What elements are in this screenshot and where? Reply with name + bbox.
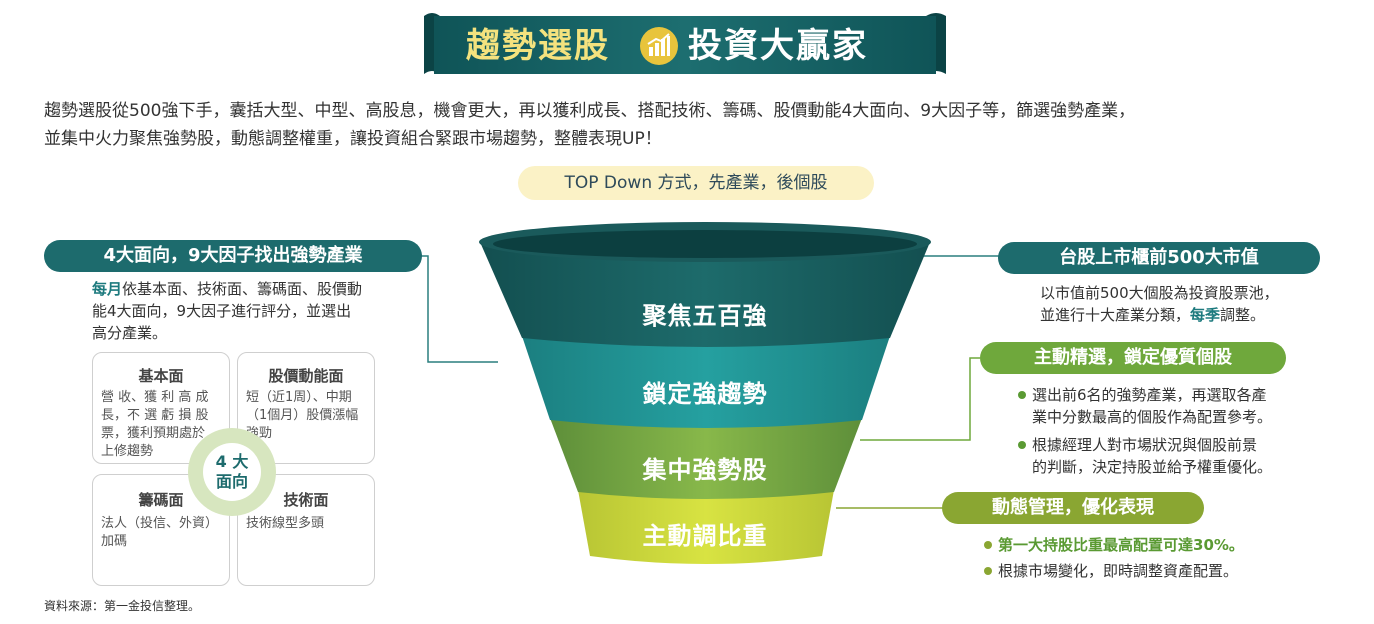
- bullet-line: 選出前6名的強勢產業，再選取各產: [1032, 386, 1267, 404]
- center-label: 4 大 面向: [203, 443, 261, 501]
- funnel-label-4: 主動調比重: [642, 522, 768, 550]
- left-desc-part1: 依基本面、技術面、籌碼面、股價動: [122, 280, 363, 298]
- left-desc-part2: 能4大面向，9大因子進行評分，並選出: [92, 302, 352, 320]
- banner-ribbon: [424, 13, 946, 74]
- funnel-label-2: 鎖定強趨勢: [642, 380, 768, 408]
- factor-desc-line: 營 收、獲 利 高 成: [101, 390, 209, 405]
- banner-title-left: 趨勢選股: [466, 26, 610, 66]
- chart-coin-icon: [640, 27, 678, 65]
- funnel-label-1: 聚焦五百強: [642, 302, 768, 330]
- factor-desc-line: 強勁: [246, 426, 273, 441]
- factor-desc: 短（近1周）、中期 （1個月）股價漲幅 強勁: [246, 389, 370, 443]
- factor-title: 技術面: [283, 491, 329, 509]
- factor-box-fundamental: 基本面 營 收、獲 利 高 成 長，不 選 虧 損 股 票，獲利預期處於 上修趨…: [92, 352, 230, 464]
- factor-desc: 營 收、獲 利 高 成 長，不 選 虧 損 股 票，獲利預期處於 上修趨勢: [101, 389, 225, 461]
- funnel-stage-1: [480, 242, 930, 347]
- right-pill-top500: 台股上市櫃前500大市值: [998, 242, 1320, 274]
- funnel-opening: [493, 230, 917, 258]
- right-desc-text: 調整。: [1220, 306, 1266, 324]
- funnel-label-3: 集中強勢股: [642, 456, 768, 484]
- right-desc-text: 並進行十大產業分類，: [1040, 306, 1191, 324]
- bullet-line: 業中分數最高的個股作為配置參考。: [1032, 408, 1273, 426]
- funnel-diagram: [479, 222, 931, 564]
- bullet-line: 的判斷，決定持股並給予權重優化。: [1032, 458, 1273, 476]
- bullet-dot: [1018, 441, 1026, 449]
- bullet-item: 根據經理人對市場狀況與個股前景 的判斷，決定持股並給予權重優化。: [1032, 434, 1332, 478]
- right-pill-active-select: 主動精選，鎖定優質個股: [980, 342, 1286, 374]
- factor-title: 籌碼面: [138, 491, 184, 509]
- factor-desc-line: 加碼: [101, 534, 128, 549]
- left-desc-part3: 高分產業。: [92, 324, 168, 342]
- factor-desc-line: 票，獲利預期處於: [101, 426, 206, 441]
- factor-desc-line: 短（近1周）、中期: [246, 390, 352, 405]
- intro-line-1: 趨勢選股從500強下手，囊括大型、中型、高股息，機會更大，再以獲利成長、搭配技術…: [44, 101, 1136, 121]
- factor-title: 基本面: [138, 367, 184, 385]
- right-desc-1-line-1: 以市值前500大個股為投資股票池，: [1040, 284, 1279, 302]
- banner-title-right: 投資大贏家: [688, 26, 868, 66]
- factor-title: 股價動能面: [268, 367, 344, 385]
- topdown-pill: TOP Down 方式，先產業，後個股: [518, 166, 874, 200]
- monthly-highlight: 每月: [92, 280, 123, 298]
- factor-desc-line: （1個月）股價漲幅: [246, 408, 359, 423]
- left-panel-pill: 4大面向，9大因子找出強勢產業: [44, 240, 422, 272]
- factor-desc-line: 技術線型多頭: [246, 516, 325, 531]
- source-note: 資料來源：第一金投信整理。: [44, 599, 201, 613]
- intro-line-2: 並集中火力聚焦強勢股，動態調整權重，讓投資組合緊跟市場趨勢，整體表現UP！: [44, 129, 662, 149]
- factor-desc: 技術線型多頭: [246, 515, 370, 533]
- factor-desc: 法人（投信、外資） 加碼: [101, 515, 225, 551]
- right-desc-1-line-2: 並進行十大產業分類，每季調整。: [1040, 304, 1340, 326]
- bullet-item: 選出前6名的強勢產業，再選取各產 業中分數最高的個股作為配置參考。: [1032, 384, 1332, 428]
- bullet-dot: [984, 567, 992, 575]
- quarterly-highlight: 每季: [1190, 306, 1221, 324]
- right-pill-dynamic: 動態管理，優化表現: [942, 492, 1204, 524]
- funnel-stage-4: [578, 490, 834, 564]
- bullet-item: 根據市場變化，即時調整資產配置。: [998, 562, 1239, 580]
- funnel-stage-2: [522, 336, 890, 428]
- right-desc-1: 以市值前500大個股為投資股票池， 並進行十大產業分類，每季調整。: [1040, 282, 1340, 326]
- factor-box-momentum: 股價動能面 短（近1周）、中期 （1個月）股價漲幅 強勁: [237, 352, 375, 464]
- bullet-line: 根據經理人對市場狀況與個股前景: [1032, 436, 1258, 454]
- factor-desc-line: 法人（投信、外資）: [101, 516, 219, 531]
- factor-desc-line: 長，不 選 虧 損 股: [101, 408, 209, 423]
- bullet-dot: [984, 541, 992, 549]
- left-panel-description: 每月依基本面、技術面、籌碼面、股價動 能4大面向，9大因子進行評分，並選出 高分…: [92, 278, 392, 344]
- factor-desc-line: 上修趨勢: [101, 444, 154, 459]
- title-banner: 趨勢選股 投資大贏家: [420, 10, 950, 82]
- center-label-line-1: 4 大: [215, 452, 249, 471]
- funnel-stage-3: [550, 418, 862, 499]
- bullet-item-highlight: 第一大持股比重最高配置可達30%。: [998, 536, 1244, 554]
- center-label-line-2: 面向: [215, 472, 248, 491]
- bullet-dot: [1018, 391, 1026, 399]
